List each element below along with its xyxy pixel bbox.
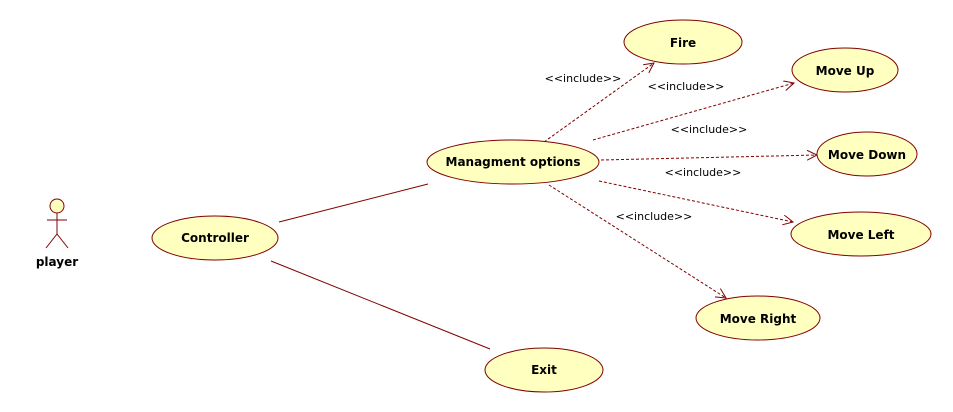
- use-case-move-up[interactable]: Move Up: [791, 47, 899, 93]
- use-case-move-left-label: Move Left: [827, 228, 894, 242]
- actor-left-leg: [45, 233, 58, 249]
- include-arrow-move-down: [600, 155, 817, 160]
- use-case-exit-label: Exit: [531, 363, 557, 377]
- actor-head: [49, 198, 65, 214]
- use-case-move-left[interactable]: Move Left: [790, 211, 932, 257]
- use-case-move-down-label: Move Down: [828, 148, 906, 162]
- include-label-move-right: <<include>>: [616, 210, 693, 223]
- use-case-fire[interactable]: Fire: [623, 19, 743, 65]
- use-case-managment-options-label: Managment options: [446, 155, 581, 169]
- actor-right-leg: [56, 233, 69, 249]
- use-case-move-up-label: Move Up: [816, 64, 875, 78]
- actor-player[interactable]: player: [36, 198, 78, 269]
- use-case-controller[interactable]: Controller: [151, 215, 279, 261]
- actor-label: player: [36, 255, 78, 269]
- association-controller-exit: [270, 260, 491, 350]
- use-case-exit[interactable]: Exit: [484, 347, 604, 393]
- use-case-fire-label: Fire: [670, 36, 696, 50]
- use-case-move-down[interactable]: Move Down: [816, 131, 918, 177]
- include-label-move-down: <<include>>: [671, 123, 748, 136]
- include-arrow-fire: [543, 63, 654, 143]
- use-case-move-right[interactable]: Move Right: [695, 295, 821, 341]
- use-case-controller-label: Controller: [181, 231, 249, 245]
- include-label-fire: <<include>>: [545, 72, 622, 85]
- include-label-move-up: <<include>>: [648, 80, 725, 93]
- use-case-move-right-label: Move Right: [720, 312, 797, 326]
- include-label-move-left: <<include>>: [665, 166, 742, 179]
- include-arrow-move-left: [598, 180, 793, 222]
- use-case-managment-options[interactable]: Managment options: [426, 139, 600, 185]
- association-controller-managment: [278, 183, 429, 223]
